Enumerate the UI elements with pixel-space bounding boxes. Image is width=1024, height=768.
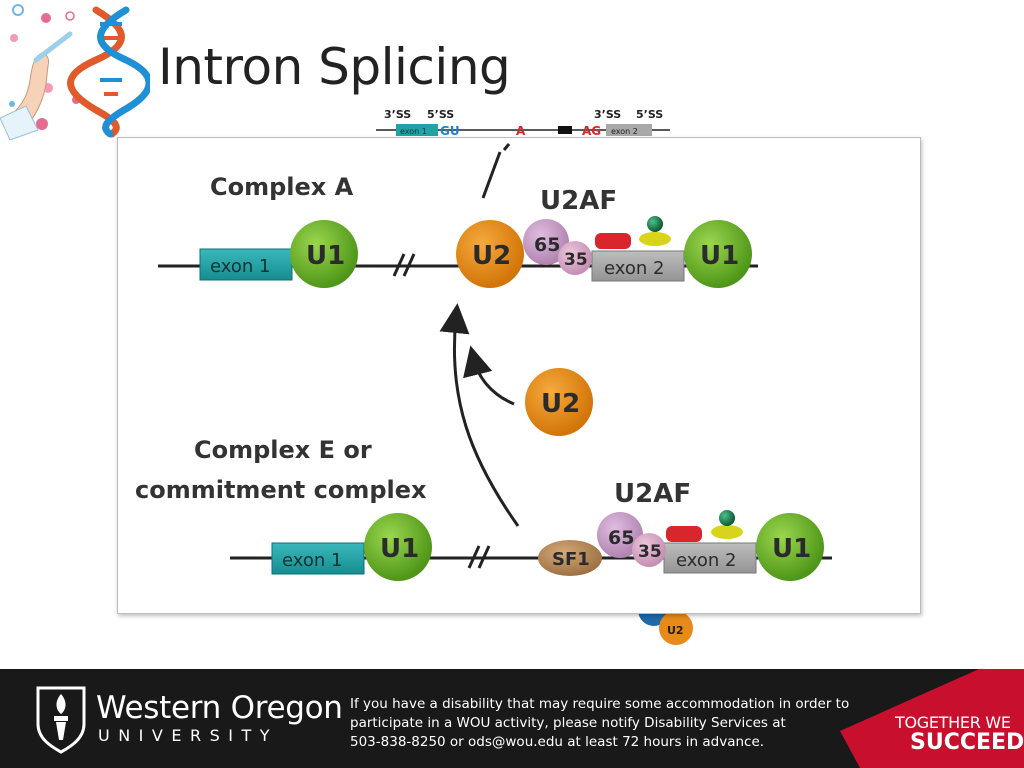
schematic-exon2-label: exon 2 — [611, 127, 638, 136]
complex-a-exon2 — [591, 250, 685, 282]
complex-a-green-factor — [647, 216, 663, 232]
schematic-exon1 — [396, 124, 438, 136]
notice-line: participate in a WOU activity, please no… — [350, 715, 786, 731]
ss3-left-label: 3’SS — [384, 108, 411, 121]
top-arrow-fragment — [481, 151, 502, 199]
complex-e-exon1-label: exon 1 — [282, 550, 342, 571]
complex-e-label-line2: commitment complex — [135, 476, 427, 504]
complex-e-u2af65-label: 65 — [608, 527, 634, 549]
dna-logo-icon — [0, 4, 150, 140]
complex-e-sf1 — [538, 540, 602, 576]
complex-e-sf1-label: SF1 — [552, 549, 590, 570]
complex-a-exon2-label: exon 2 — [604, 258, 664, 279]
slogan-line1: TOGETHER WE — [895, 713, 1011, 732]
gu-label: GU — [440, 124, 460, 138]
complex-e-u2af35-label: 35 — [638, 542, 662, 562]
transition-arrow-main — [439, 303, 520, 527]
complex-a-u2af65-label: 65 — [534, 234, 560, 256]
complex-e-green-factor — [719, 510, 735, 526]
branch-a-label: A — [516, 124, 526, 138]
complex-a-u1-left-label: U1 — [306, 241, 345, 271]
complex-a-u2af35-label: 35 — [564, 250, 588, 270]
slogan-line2: SUCCEED — [910, 730, 1024, 755]
university-name: Western Oregon — [96, 690, 343, 726]
wou-torch-logo-icon — [36, 686, 86, 754]
complex-e-u1-right — [756, 513, 824, 581]
complex-e-u2af65 — [597, 512, 643, 558]
complex-e-u2af35 — [632, 533, 666, 567]
complex-a-u2af-label: U2AF — [540, 186, 617, 216]
complex-a-u1-right-label: U1 — [700, 241, 739, 271]
university-subtitle: UNIVERSITY — [98, 726, 278, 745]
footer-bar — [0, 669, 1024, 768]
complex-a-u2af35 — [558, 241, 592, 275]
slogan-red-shape — [840, 669, 1024, 768]
free-u2 — [525, 368, 593, 436]
complex-a-u2 — [456, 220, 524, 288]
splicing-diagram: Complex A U2AF exon 1 U1 U2 exon 2 65 35… — [117, 137, 921, 614]
complex-a-yellow-factor — [639, 232, 671, 246]
complex-e-label-line1: Complex E or — [194, 436, 372, 464]
transition-arrow-u2 — [463, 345, 515, 406]
complex-a-u2af65 — [523, 219, 569, 265]
complex-a-u1-left — [290, 220, 358, 288]
complex-e-u1-left-label: U1 — [380, 534, 419, 564]
complex-e-yellow-factor — [711, 525, 743, 539]
peek-u2-label: U2 — [667, 624, 684, 637]
complex-e-u1-left — [364, 513, 432, 581]
complex-a-u2-label: U2 — [472, 241, 511, 271]
complex-a-label: Complex A — [210, 173, 354, 201]
free-u2-label: U2 — [541, 389, 580, 419]
complex-e-u2af-label: U2AF — [614, 479, 691, 509]
complex-e-exon2-label: exon 2 — [676, 550, 736, 571]
splice-site-schematic: 3’SS 5’SS exon 1 GU A AG 3’SS 5’SS exon … — [376, 108, 670, 138]
complex-a-exon1-label: exon 1 — [210, 256, 270, 277]
accessibility-notice: If you have a disability that may requir… — [350, 695, 850, 752]
schematic-exon2 — [606, 124, 652, 136]
slide-title: Intron Splicing — [158, 38, 511, 96]
complex-a-u1-right — [684, 220, 752, 288]
complex-e-red-factor — [666, 526, 702, 542]
ss3-right-label: 3’SS — [594, 108, 621, 121]
complex-a-red-factor — [595, 233, 631, 249]
ag-label: AG — [582, 124, 601, 138]
notice-line: 503-838-8250 or ods@wou.edu at least 72 … — [350, 734, 765, 750]
ss5-left-label: 5’SS — [427, 108, 454, 121]
notice-line: If you have a disability that may requir… — [350, 696, 850, 712]
schematic-exon1-label: exon 1 — [400, 127, 427, 136]
complex-e-u1-right-label: U1 — [772, 534, 811, 564]
ss5-right-label: 5’SS — [636, 108, 663, 121]
complex-e-exon1 — [271, 542, 365, 575]
